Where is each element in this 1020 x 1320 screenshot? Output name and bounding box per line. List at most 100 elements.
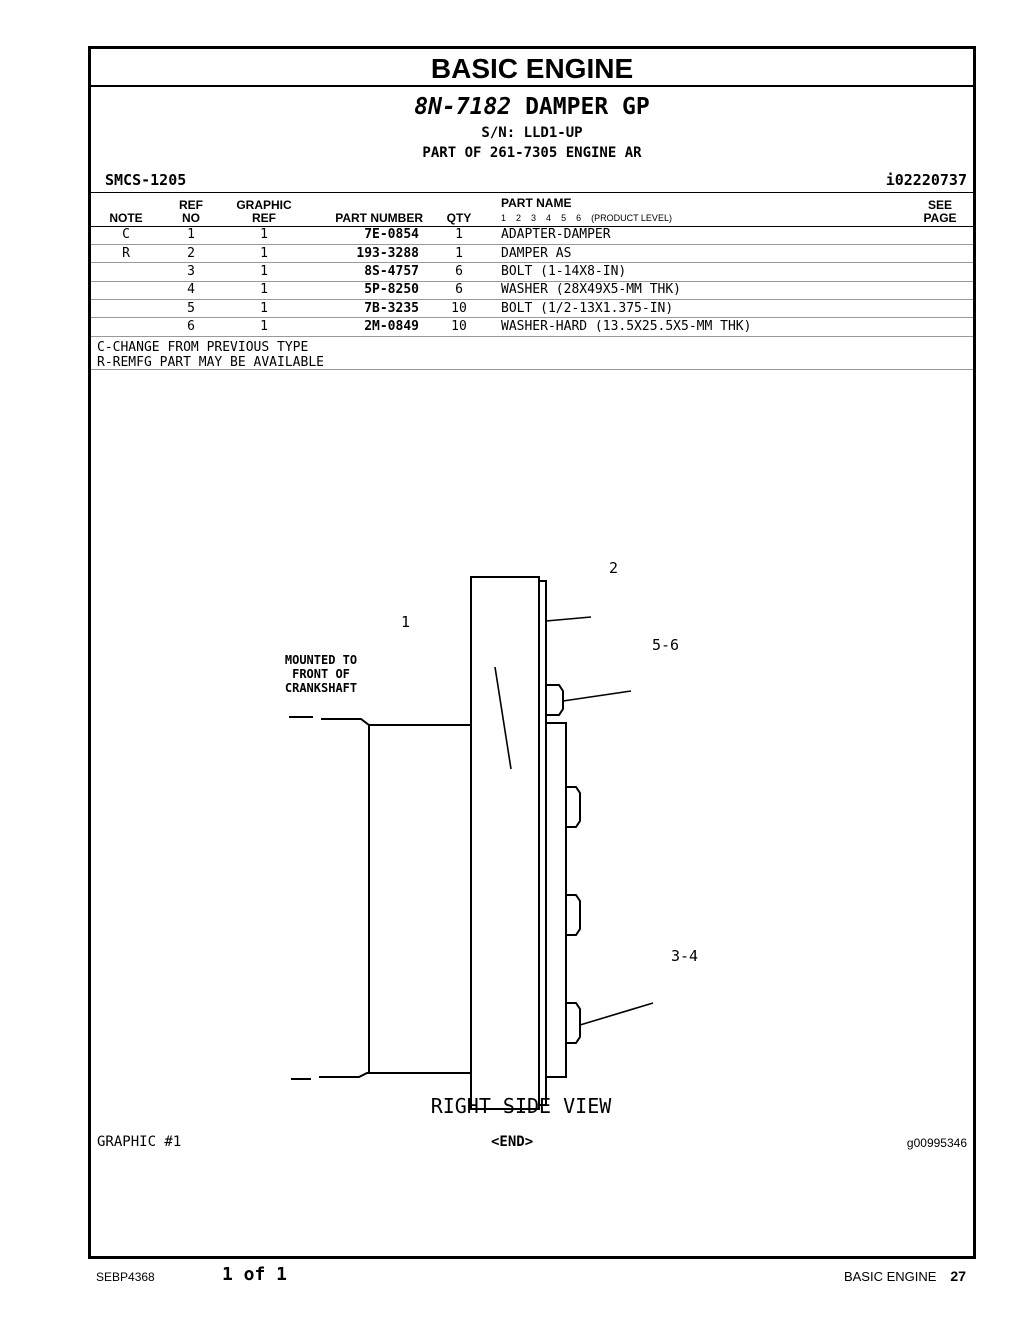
row-graphic-ref: 1 [260, 319, 268, 334]
col-ref-no-line1: REF [179, 198, 203, 212]
bolt-head-middle [566, 894, 581, 936]
row-part-number: 7E-0854 [364, 227, 419, 242]
product-level-label: (PRODUCT LEVEL) [591, 213, 672, 223]
row-part-name: WASHER (28X49X5-MM THK) [501, 282, 682, 297]
leader-2 [545, 616, 592, 622]
note-change: C-CHANGE FROM PREVIOUS TYPE [97, 340, 309, 355]
col-qty: QTY [446, 211, 472, 225]
col-see-page-line1: SEE [927, 198, 952, 212]
col-part-number: PART NUMBER [335, 211, 423, 225]
end-label: <END> [491, 1134, 534, 1150]
leader-1 [494, 666, 512, 770]
table-row: 3 1 8S-4757 6 BOLT (1-14X8-IN) [91, 263, 973, 281]
row-ref-no: 1 [187, 227, 195, 242]
table-row: C 1 1 7E-0854 1 ADAPTER-DAMPER [91, 226, 973, 244]
product-level-3: 3 [531, 213, 537, 223]
header-rule [91, 192, 973, 193]
row-rule [91, 317, 973, 318]
damper-body [470, 576, 540, 1110]
notes-rule [91, 369, 973, 370]
row-part-name: BOLT (1-14X8-IN) [501, 264, 627, 279]
group-heading: 8N-7182 DAMPER GP [91, 94, 973, 120]
row-ref-no: 3 [187, 264, 195, 279]
row-rule [91, 299, 973, 300]
leader-3-4 [579, 1002, 654, 1026]
row-graphic-ref: 1 [260, 282, 268, 297]
footer-page-of: 1 of 1 [222, 1264, 288, 1285]
table-row: R 2 1 193-3288 1 DAMPER AS [91, 245, 973, 263]
group-part-number: 8N-7182 [414, 94, 512, 120]
col-part-name: PART NAME [501, 196, 572, 210]
col-see-page: SEE PAGE [915, 199, 965, 225]
row-ref-no: 5 [187, 301, 195, 316]
damper-edge [539, 580, 547, 1106]
row-qty: 6 [455, 264, 463, 279]
graphic-label: GRAPHIC #1 [97, 1134, 182, 1150]
diagram-lines [289, 576, 654, 1110]
col-ref-no: REF NO [171, 199, 211, 225]
col-graphic-ref: GRAPHIC REF [229, 199, 299, 225]
row-part-number: 8S-4757 [364, 264, 419, 279]
row-qty: 1 [455, 246, 463, 261]
graphic-id: g00995346 [906, 1136, 967, 1150]
row-rule [91, 281, 973, 282]
row-rule [91, 244, 973, 245]
col-graphic-ref-line1: GRAPHIC [236, 198, 292, 212]
col-ref-no-line2: NO [182, 211, 200, 225]
row-note: C [122, 227, 130, 242]
product-level-1: 1 [501, 213, 507, 223]
row-part-name: BOLT (1/2-13X1.375-IN) [501, 301, 674, 316]
row-qty: 10 [451, 301, 467, 316]
footer-doc: SEBP4368 [96, 1270, 155, 1284]
bolt-head-small [546, 684, 564, 716]
damper-diagram: 1 2 5-6 3-4 [289, 576, 654, 1110]
section-title: BASIC ENGINE [91, 49, 973, 87]
group-name: DAMPER GP [525, 94, 650, 120]
smcs-code: SMCS-1205 [105, 171, 187, 189]
part-of: PART OF 261-7305 ENGINE AR [422, 145, 642, 161]
notes-legend: C-CHANGE FROM PREVIOUS TYPE R-REMFG PART… [97, 340, 324, 370]
adapter-outline [289, 716, 472, 1080]
serial-number: S/N: LLD1-UP [481, 125, 583, 141]
row-rule [91, 336, 973, 337]
product-level-4: 4 [546, 213, 552, 223]
footer-page-number: 27 [950, 1268, 966, 1284]
row-part-name: DAMPER AS [501, 246, 572, 261]
row-part-number: 193-3288 [356, 246, 419, 261]
row-graphic-ref: 1 [260, 227, 268, 242]
row-ref-no: 4 [187, 282, 195, 297]
table-row: 5 1 7B-3235 10 BOLT (1/2-13X1.375-IN) [91, 300, 973, 318]
row-graphic-ref: 1 [260, 264, 268, 279]
row-qty: 6 [455, 282, 463, 297]
row-rule [91, 262, 973, 263]
row-ref-no: 2 [187, 246, 195, 261]
leader-5-6 [562, 690, 632, 702]
row-qty: 10 [451, 319, 467, 334]
product-level-5: 5 [561, 213, 567, 223]
product-level-2: 2 [516, 213, 522, 223]
footer-section: BASIC ENGINE [843, 1269, 937, 1284]
footer-right: BASIC ENGINE 27 [844, 1268, 966, 1284]
row-part-name: WASHER-HARD (13.5X25.5X5-MM THK) [501, 319, 752, 334]
col-graphic-ref-line2: REF [252, 211, 276, 225]
col-see-page-line2: PAGE [923, 211, 957, 225]
note-remfg: R-REMFG PART MAY BE AVAILABLE [97, 355, 324, 370]
doc-id: i02220737 [885, 171, 967, 189]
row-part-name: ADAPTER-DAMPER [501, 227, 611, 242]
table-row: 6 1 2M-0849 10 WASHER-HARD (13.5X25.5X5-… [91, 318, 973, 336]
row-note: R [122, 246, 130, 261]
bolt-head-top [566, 786, 581, 828]
row-part-number: 5P-8250 [364, 282, 419, 297]
col-note: NOTE [109, 211, 143, 225]
bolt-head-bottom [566, 1002, 581, 1044]
columns-rule [91, 226, 973, 227]
row-part-number: 2M-0849 [364, 319, 419, 334]
table-row: 4 1 5P-8250 6 WASHER (28X49X5-MM THK) [91, 281, 973, 299]
row-graphic-ref: 1 [260, 246, 268, 261]
product-level-6: 6 [576, 213, 582, 223]
hub-plate [546, 722, 567, 1078]
page-frame: BASIC ENGINE 8N-7182 DAMPER GP S/N: LLD1… [88, 46, 976, 1259]
row-qty: 1 [455, 227, 463, 242]
row-graphic-ref: 1 [260, 301, 268, 316]
